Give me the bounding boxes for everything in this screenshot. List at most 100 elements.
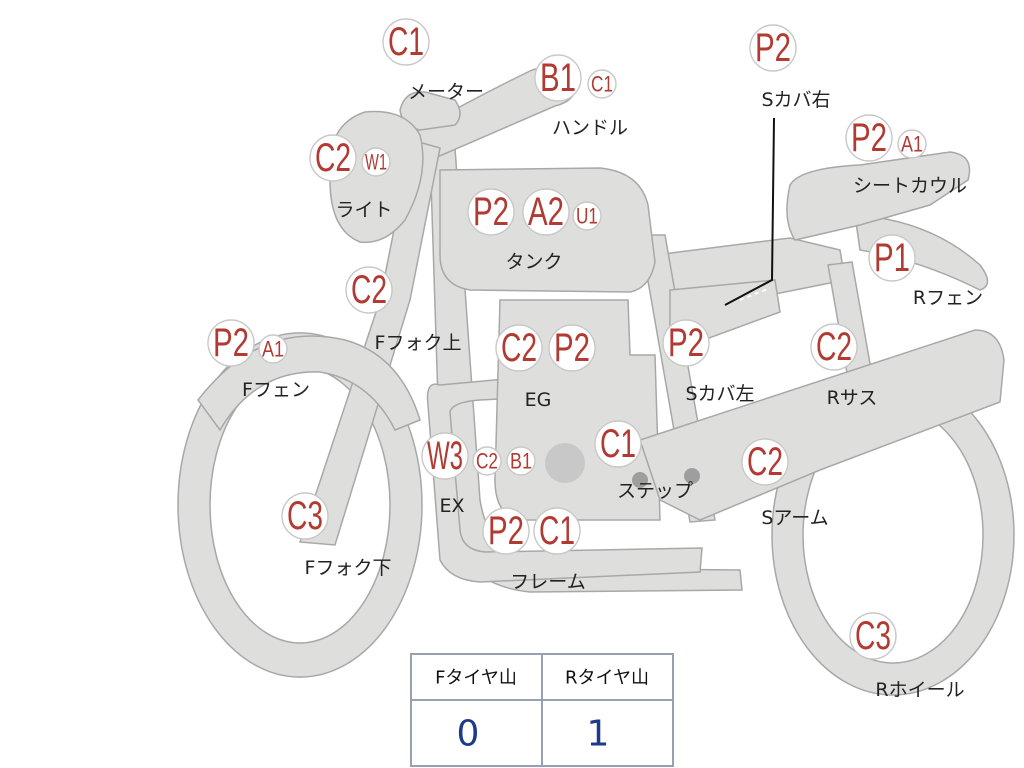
part-16-damage-code: C1 xyxy=(539,509,575,553)
part-12-damage-code-badge: B1 xyxy=(506,446,536,476)
part-7-damage-code: C2 xyxy=(351,268,387,312)
part-11-badge-circle xyxy=(810,323,858,371)
part-9-damage-code-badge: C2 xyxy=(495,324,543,372)
step-peg-2 xyxy=(684,468,700,484)
part-13-damage-code-badge: C1 xyxy=(594,420,642,468)
exhaust-shape xyxy=(426,373,703,583)
part-5-damage-code: P2 xyxy=(473,190,509,234)
part-8-badge-circle xyxy=(207,319,255,367)
front-tire-value: 0 xyxy=(457,714,480,755)
part-0-damage-code-badge: C1 xyxy=(382,18,430,66)
part-16-badge-circle xyxy=(533,507,581,555)
part-8-damage-code: P2 xyxy=(213,321,249,365)
part-11-label: Rサス xyxy=(827,387,878,409)
part-17-badge-circle xyxy=(849,612,897,660)
part-0-label: メーター xyxy=(408,81,484,103)
part-12-damage-code: B1 xyxy=(510,449,532,474)
engine-cover xyxy=(545,443,585,483)
part-16-damage-code: P2 xyxy=(488,509,524,553)
part-14-damage-code-badge: C2 xyxy=(741,438,789,486)
part-11-damage-code: C2 xyxy=(816,325,852,369)
part-13-label: ステップ xyxy=(617,480,693,502)
part-1-damage-code-badge: C1 xyxy=(587,69,617,99)
rear-tire-value: 1 xyxy=(587,714,610,755)
part-7-badge-circle xyxy=(345,266,393,314)
part-3-badge-circle xyxy=(845,114,893,162)
part-12-badge-circle xyxy=(421,432,469,480)
part-4-badge-circle xyxy=(361,147,391,177)
front-tire-header: Fタイヤ山 xyxy=(435,668,517,689)
part-15-damage-code: C3 xyxy=(287,494,323,538)
part-16-badge-circle xyxy=(482,507,530,555)
part-3-label: シートカウル xyxy=(853,175,967,197)
part-8-damage-code: A1 xyxy=(262,337,284,362)
part-8-damage-code-badge: P2 xyxy=(207,319,255,367)
headlight-shape xyxy=(328,110,424,244)
part-17-damage-code-badge: C3 xyxy=(849,612,897,660)
part-4-damage-code-badge: W1 xyxy=(361,147,391,177)
part-9-damage-code-badge: P2 xyxy=(548,324,596,372)
part-12-damage-code-badge: C2 xyxy=(472,446,502,476)
part-11-damage-code-badge: C2 xyxy=(810,323,858,371)
part-1-badge-circle xyxy=(534,54,582,102)
tire-tread-table: Fタイヤ山 Rタイヤ山 0 1 xyxy=(410,653,674,767)
part-7-label: Fフォク上 xyxy=(375,332,462,354)
part-7-damage-code-badge: C2 xyxy=(345,266,393,314)
part-10-damage-code: P2 xyxy=(668,321,704,365)
part-12-badge-circle xyxy=(472,446,502,476)
part-13-damage-code: C1 xyxy=(600,422,636,466)
part-2-badge-circle xyxy=(749,24,797,72)
part-8-label: Fフェン xyxy=(242,379,310,401)
part-17-label: Rホイール xyxy=(875,679,964,701)
part-15-label: Fフォク下 xyxy=(305,557,392,579)
part-6-badge-circle xyxy=(868,234,916,282)
part-15-damage-code-badge: C3 xyxy=(281,492,329,540)
part-8-damage-code-badge: A1 xyxy=(258,334,288,364)
part-14-damage-code: C2 xyxy=(747,440,783,484)
part-4-label: ライト xyxy=(335,199,392,221)
part-16-damage-code-badge: C1 xyxy=(533,507,581,555)
part-10-label: Sカバ左 xyxy=(685,383,754,405)
part-14-badge-circle xyxy=(741,438,789,486)
part-12-damage-code-badge: W3 xyxy=(421,432,469,480)
part-2-label: Sカバ右 xyxy=(761,89,830,111)
part-5-badge-circle xyxy=(467,188,515,236)
part-12-badge-circle xyxy=(506,446,536,476)
part-9-badge-circle xyxy=(495,324,543,372)
part-4-damage-code: C2 xyxy=(315,136,351,180)
part-8-badge-circle xyxy=(258,334,288,364)
part-17-damage-code: C3 xyxy=(855,614,891,658)
part-5-damage-code-badge: P2 xyxy=(467,188,515,236)
part-14-label: Sアーム xyxy=(761,507,828,529)
part-4-damage-code-badge: C2 xyxy=(309,134,357,182)
step-peg-1 xyxy=(632,472,648,488)
part-9-badge-circle xyxy=(548,324,596,372)
part-9-damage-code: C2 xyxy=(501,326,537,370)
part-6-label: Rフェン xyxy=(913,287,983,309)
part-0-badge-circle xyxy=(382,18,430,66)
part-3-damage-code-badge: P2 xyxy=(845,114,893,162)
part-1-damage-code: B1 xyxy=(540,56,576,100)
swing-arm-shape xyxy=(639,329,1005,521)
leader-line-side-cover-right xyxy=(724,117,775,306)
part-4-damage-code: W1 xyxy=(365,150,387,175)
part-5-damage-code-badge: U1 xyxy=(572,201,602,231)
part-3-damage-code: A1 xyxy=(901,132,923,157)
part-5-damage-code: U1 xyxy=(576,204,598,229)
part-12-label: EX xyxy=(439,495,464,517)
part-1-label: ハンドル xyxy=(552,117,628,139)
part-10-damage-code-badge: P2 xyxy=(662,319,710,367)
part-15-badge-circle xyxy=(281,492,329,540)
part-16-label: フレーム xyxy=(510,571,585,593)
part-9-damage-code: P2 xyxy=(554,326,590,370)
part-5-damage-code: A2 xyxy=(528,190,564,234)
part-3-badge-circle xyxy=(897,129,927,159)
rear-tire-header: Rタイヤ山 xyxy=(565,668,649,689)
part-1-damage-code: C1 xyxy=(591,72,613,97)
part-6-damage-code-badge: P1 xyxy=(868,234,916,282)
part-2-damage-code: P2 xyxy=(755,26,791,70)
part-5-badge-circle xyxy=(522,188,570,236)
part-12-damage-code: W3 xyxy=(427,434,463,478)
